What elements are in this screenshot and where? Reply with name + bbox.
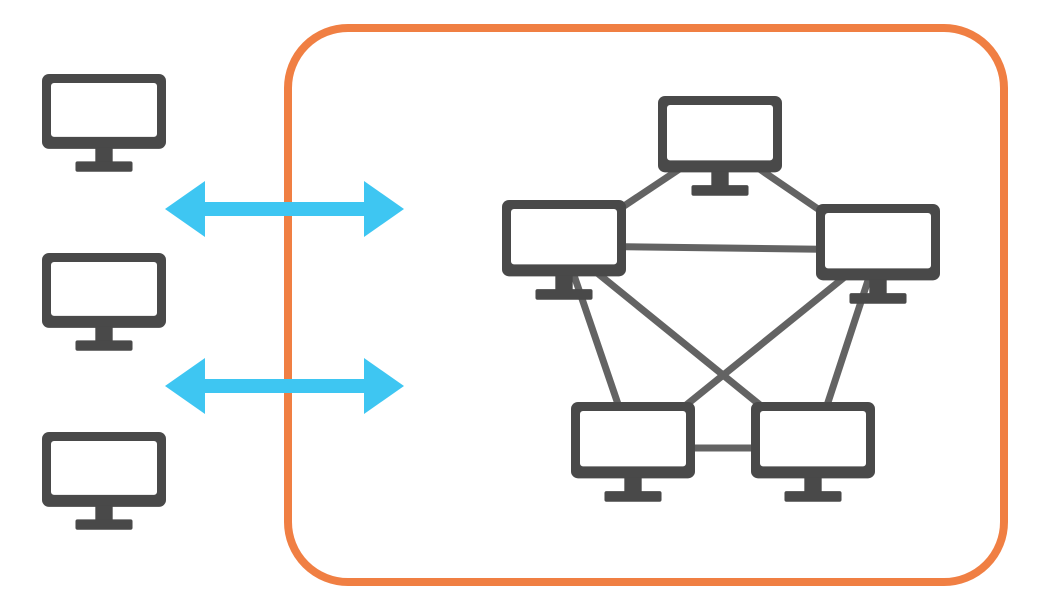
monitor-base — [75, 519, 133, 530]
external-computer-1 — [42, 74, 166, 172]
monitor-screen — [51, 262, 157, 316]
network-nodes — [502, 96, 940, 502]
monitor-neck — [711, 171, 729, 187]
double-arrow-2 — [165, 358, 404, 414]
network-node-bottom-right — [751, 402, 875, 502]
network-node-left — [502, 200, 626, 300]
monitor-base — [535, 289, 593, 300]
monitor-neck — [624, 477, 642, 493]
monitor-neck — [95, 505, 113, 521]
monitor-screen — [667, 105, 773, 161]
monitor-screen — [580, 411, 686, 467]
monitor-neck — [555, 275, 573, 291]
monitor-neck — [95, 326, 113, 342]
connection-arrows — [165, 181, 404, 414]
monitor-screen — [825, 213, 931, 269]
monitor-base — [75, 340, 133, 351]
monitor-neck — [95, 147, 113, 163]
network-node-right — [816, 204, 940, 304]
monitor-base — [849, 293, 907, 304]
monitor-neck — [869, 279, 887, 295]
network-node-bottom-left — [571, 402, 695, 502]
monitor-screen — [760, 411, 866, 467]
monitor-neck — [804, 477, 822, 493]
network-boundary-frame — [284, 24, 1008, 586]
network-node-top — [658, 96, 782, 196]
monitor-screen — [51, 83, 157, 137]
monitor-base — [604, 491, 662, 502]
monitor-screen — [51, 441, 157, 495]
monitor-base — [75, 161, 133, 172]
double-arrow-1 — [165, 181, 404, 237]
monitor-screen — [511, 209, 617, 265]
monitor-base — [784, 491, 842, 502]
external-computer-2 — [42, 253, 166, 351]
external-computer-3 — [42, 432, 166, 530]
monitor-base — [691, 185, 749, 196]
external-computers — [42, 74, 166, 530]
